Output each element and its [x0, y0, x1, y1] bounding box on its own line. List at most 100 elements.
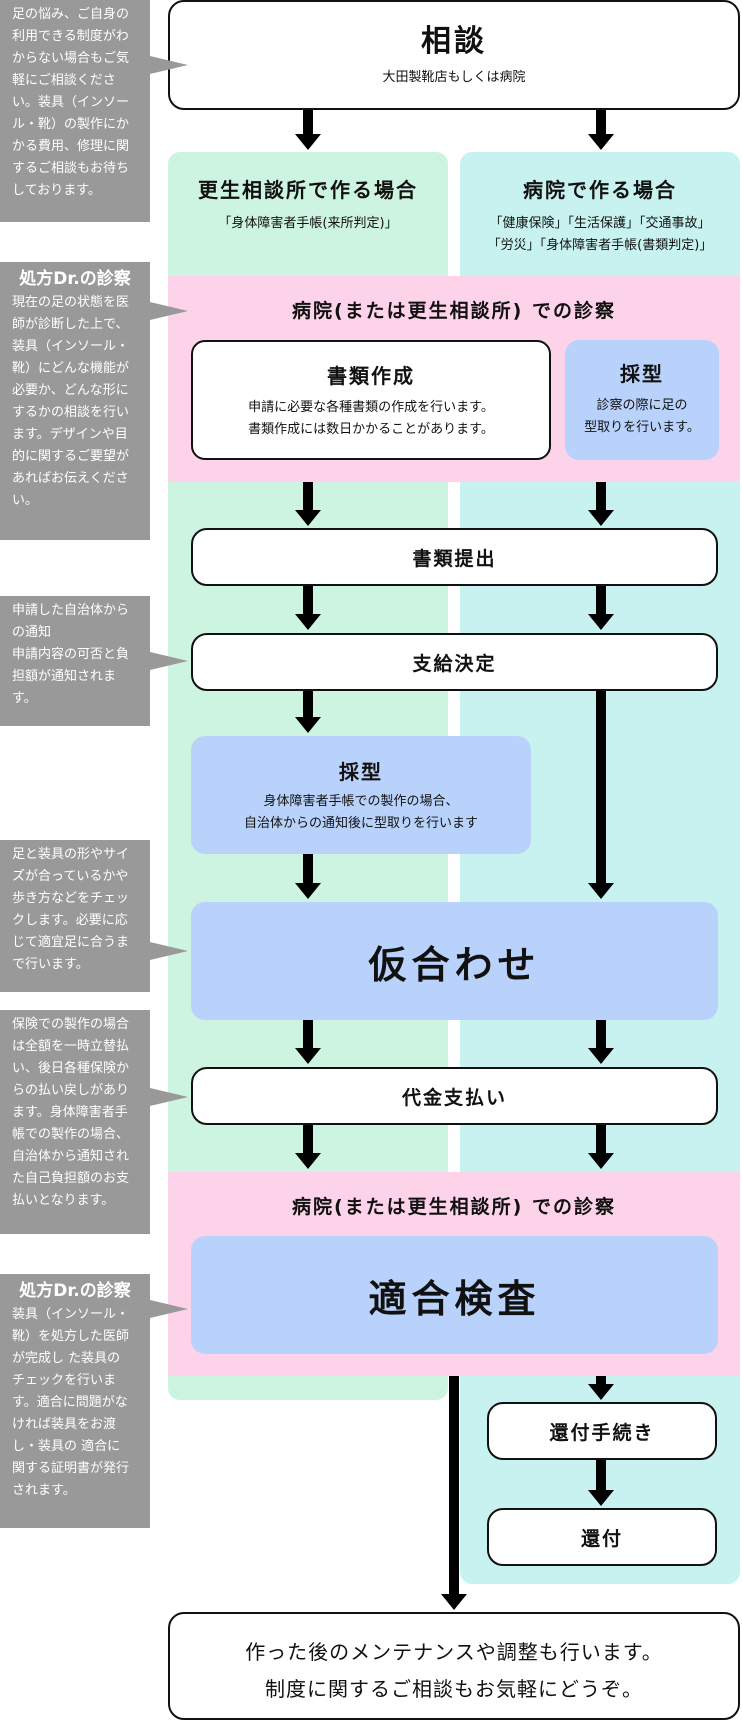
note-line: するかの相談を行い — [12, 405, 130, 420]
note-line: い。 — [12, 493, 39, 508]
note-line: 足の悩み、ご自身の — [12, 7, 130, 22]
public-center-subtitle: 「身体障害者手帳(来所判定)」 — [218, 216, 398, 231]
note-line: 利用できる制度がわ — [12, 29, 129, 44]
hospital-subtitle-1: 「健康保険」「生活保護」「交通事故」 — [489, 216, 711, 231]
arrow-down-icon — [295, 1048, 321, 1064]
arrow-shaft — [596, 482, 606, 512]
arrow-shaft — [303, 586, 313, 616]
note-doctor-exam-2: 処方Dr.の診察 装具（インソール・ 靴）を処方した医師 が完成し た装具の チ… — [0, 1274, 188, 1528]
note-line: い、後日各種保険か — [12, 1061, 130, 1076]
hospital-title: 病院で作る場合 — [523, 178, 677, 202]
public-center-header: 更生相談所で作る場合 「身体障害者手帳(来所判定)」 — [168, 174, 448, 235]
note-line: い。装具（インソー — [12, 95, 130, 110]
note-line: 必要か、どんな形に — [12, 383, 129, 398]
note-line: で行います。 — [12, 957, 89, 972]
fitting-title: 仮合わせ — [368, 942, 541, 987]
submit-documents-step: 書類提出 — [191, 528, 718, 586]
note-line: 担額が通知されま — [12, 669, 117, 684]
note-line: 靴）を処方した医師 — [12, 1329, 130, 1344]
maintenance-line-2: 制度に関するご相談もお気軽にどうぞ。 — [265, 1677, 643, 1701]
mold-box-1: 採型 診察の際に足の 型取りを行います。 — [565, 340, 719, 460]
arrow-shaft — [303, 1125, 313, 1155]
documents-line-2: 書類作成には数日かかることがあります。 — [248, 422, 494, 437]
arrow-down-icon — [295, 134, 321, 150]
arrow-shaft — [596, 1020, 606, 1050]
fitting-box: 仮合わせ — [191, 902, 718, 1020]
payment-step: 代金支払い — [191, 1067, 718, 1125]
arrow-shaft — [596, 691, 606, 885]
mold-title-1: 採型 — [620, 362, 664, 386]
arrow-shaft — [303, 691, 313, 719]
arrow-shaft — [596, 1125, 606, 1155]
note-line: 師が診断した上で、 — [12, 317, 129, 332]
note-line: 申請した自治体から — [12, 603, 130, 618]
note-line: 自治体から通知され — [12, 1149, 130, 1164]
arrow-shaft — [303, 482, 313, 512]
mold-title-2: 採型 — [339, 760, 383, 784]
arrow-shaft — [303, 1020, 313, 1050]
arrow-shaft — [596, 110, 606, 136]
note-title: 処方Dr.の診察 — [19, 269, 131, 289]
refund-step: 還付 — [487, 1508, 717, 1566]
documents-title: 書類作成 — [327, 364, 415, 388]
note-doctor-exam-1: 処方Dr.の診察 現在の足の状態を医 師が診断した上で、 装具（インソール・ 靴… — [0, 262, 188, 540]
note-line: ズが合っているかや — [12, 869, 129, 884]
exam-title-2: 病院(または更生相談所) での診察 — [292, 1196, 616, 1218]
arrow-down-icon — [588, 510, 614, 526]
arrow-down-icon — [295, 883, 321, 899]
exam-title-1: 病院(または更生相談所) での診察 — [292, 300, 616, 322]
mold-line-2b: 自治体からの通知後に型取りを行います — [243, 816, 478, 831]
arrow-down-icon — [588, 1153, 614, 1169]
note-line: あればお伝えくださ — [12, 471, 129, 486]
note-line: 払いとなります。 — [12, 1193, 115, 1208]
consultation-subtitle: 大田製靴店もしくは病院 — [382, 70, 526, 85]
documents-line-1: 申請に必要な各種書類の作成を行います。 — [248, 400, 494, 415]
hospital-subtitle-2: 「労災」「身体障害者手帳(書類判定)」 — [487, 238, 713, 253]
note-line: かる費用、修理に関 — [12, 139, 130, 154]
mold-line-2a: 身体障害者手帳での製作の場合、 — [263, 794, 459, 809]
note-line: す。 — [12, 691, 37, 706]
arrow-down-icon — [295, 1153, 321, 1169]
refund-procedure-step: 還付手続き — [487, 1402, 717, 1460]
note-line: 帳での製作の場合、 — [12, 1127, 130, 1142]
arrow-shaft — [596, 586, 606, 616]
inspection-title: 適合検査 — [368, 1276, 541, 1321]
note-consultation: 足の悩み、ご自身の 利用できる制度がわ からない場合もご気 軽にご相談くださ い… — [0, 0, 188, 222]
consultation-box: 相談 大田製靴店もしくは病院 — [168, 0, 740, 110]
arrow-down-icon — [588, 883, 614, 899]
note-line: が完成し た装具の — [12, 1351, 121, 1366]
note-line: ければ装具をお渡 — [12, 1417, 117, 1432]
maintenance-box: 作った後のメンテナンスや調整も行います。 制度に関するご相談もお気軽にどうぞ。 — [168, 1612, 740, 1720]
arrow-shaft — [596, 1376, 606, 1386]
note-line: 的に関するご要望が — [12, 449, 130, 464]
note-line: 装具（インソール・ — [12, 1307, 130, 1322]
mold-line-1a: 診察の際に足の — [596, 398, 688, 413]
note-line: 軽にご相談くださ — [12, 73, 116, 88]
hospital-header: 病院で作る場合 「健康保険」「生活保護」「交通事故」 「労災」「身体障害者手帳(… — [460, 174, 740, 257]
arrow-shaft — [449, 1376, 459, 1596]
arrow-down-icon — [588, 1490, 614, 1506]
arrow-shaft — [303, 110, 313, 136]
arrow-down-icon — [295, 614, 321, 630]
note-line: チェックを行いま — [12, 1373, 117, 1388]
note-line: す。適合に問題がな — [12, 1395, 128, 1410]
note-line: た自己負担額のお支 — [12, 1171, 130, 1186]
consultation-title: 相談 — [421, 24, 487, 59]
note-line: 現在の足の状態を医 — [12, 295, 130, 310]
mold-box-2: 採型 身体障害者手帳での製作の場合、 自治体からの通知後に型取りを行います — [191, 736, 531, 854]
note-line: 足と装具の形やサイ — [12, 847, 130, 862]
arrow-down-icon — [295, 717, 321, 733]
public-center-title: 更生相談所で作る場合 — [198, 178, 418, 202]
note-line: じて適宜足に合うま — [12, 935, 130, 950]
note-notification: 申請した自治体から の通知 申請内容の可否と負 担額が通知されま す。 — [0, 596, 188, 726]
arrow-down-icon — [588, 134, 614, 150]
arrow-down-icon — [588, 1048, 614, 1064]
mold-line-1b: 型取りを行います。 — [584, 420, 700, 435]
note-line: ます。身体障害者手 — [12, 1105, 128, 1120]
note-line: 靴）にどんな機能が — [12, 361, 130, 376]
note-line: らの払い戻しがあり — [12, 1083, 130, 1098]
inspection-box: 適合検査 — [191, 1236, 718, 1354]
note-title: 処方Dr.の診察 — [19, 1281, 131, 1301]
note-line: は全額を一時立替払 — [12, 1039, 130, 1054]
arrow-down-icon — [295, 510, 321, 526]
